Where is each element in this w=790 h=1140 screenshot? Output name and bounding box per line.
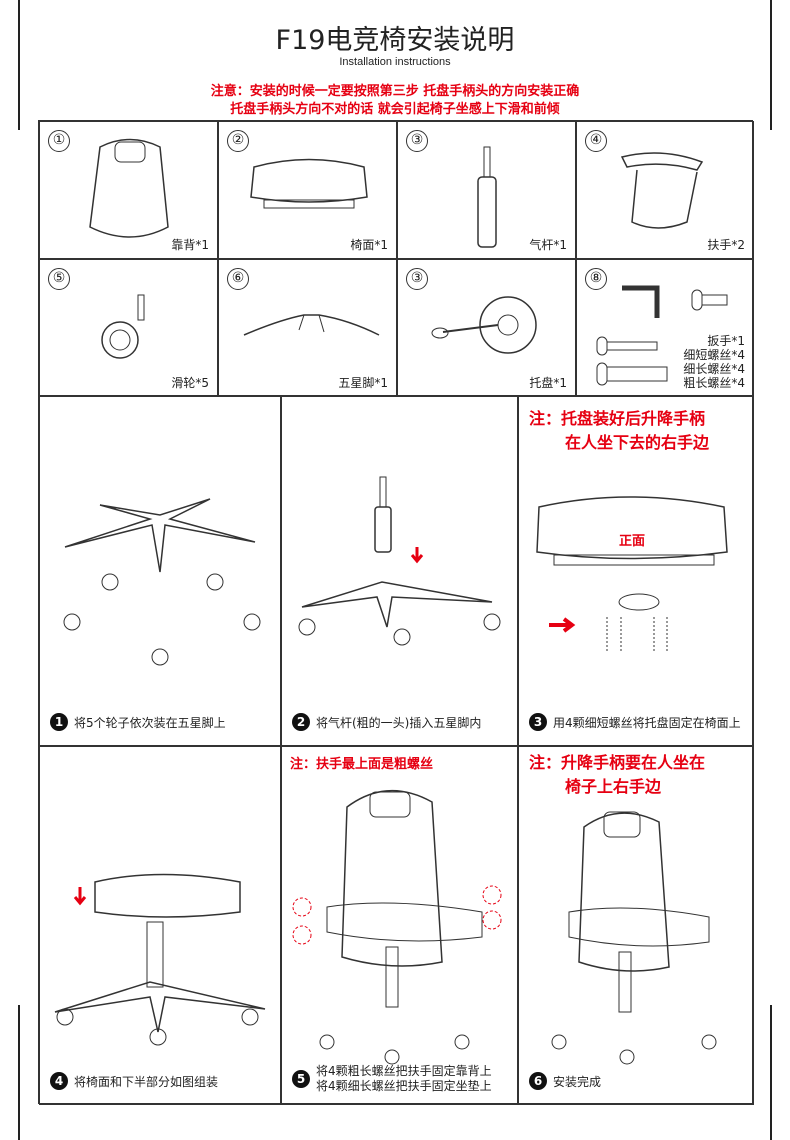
- step-caption: 将5个轮子依次装在五星脚上: [74, 715, 226, 730]
- crop-mark: [18, 0, 20, 130]
- step-3: 注：托盘装好后升降手柄在人坐下去的右手边 正面 3 用4颗细短螺丝将托盘固定在椅面…: [518, 396, 754, 746]
- part-label: 扶手*2: [707, 238, 745, 252]
- steps-grid: 1 将5个轮子依次装在五星脚上 2 将气杆(粗的一头)插入五星脚内 注：托盘装好后升…: [38, 395, 754, 1105]
- step-number-badge: 1: [50, 713, 68, 731]
- crop-mark: [18, 1005, 20, 1140]
- hardware-image: [596, 285, 728, 386]
- step-caption: 将4颗粗长螺丝把扶手固定靠背上: [316, 1064, 492, 1078]
- five-star-base-image: [243, 314, 380, 336]
- step-4: 4 将椅面和下半部分如图组装: [39, 746, 281, 1105]
- step-caption: 用4颗细短螺丝将托盘固定在椅面上: [553, 715, 741, 730]
- part-label: 五星脚*1: [338, 376, 388, 390]
- crop-mark: [770, 1005, 772, 1140]
- parts-grid: ① 靠背*1 ② 椅面*1 ③ 气杆*1 ④ 扶手*2 ⑤ 滑轮*5 ⑥ 五星脚…: [38, 120, 754, 397]
- step-number-badge: 4: [50, 1072, 68, 1090]
- step-number-badge: 5: [292, 1070, 310, 1088]
- part-label: 滑轮*5: [171, 376, 209, 390]
- part-label: 细长螺丝*4: [683, 362, 745, 376]
- part-label: 扳手*1: [707, 334, 745, 348]
- part-label: 椅面*1: [350, 238, 388, 252]
- warning-line-1: 注意：安装的时候一定要按照第三步 托盘手柄头的方向安装正确: [210, 84, 580, 99]
- step-note: 在人坐下去的右手边: [565, 433, 710, 452]
- part-label-list: 扳手*1 细短螺丝*4 细长螺丝*4 粗长螺丝*4: [683, 334, 745, 390]
- part-number: ⑤: [48, 268, 70, 290]
- part-number: ⑧: [585, 268, 607, 290]
- armrest-image: [620, 152, 704, 229]
- step-2: 2 将气杆(粗的一头)插入五星脚内: [281, 396, 518, 746]
- step-2-image: [298, 476, 501, 646]
- part-number: ⑥: [227, 268, 249, 290]
- part-number: ③: [406, 268, 428, 290]
- part-gas-lift: ③ 气杆*1: [397, 121, 576, 259]
- part-label: 靠背*1: [171, 238, 209, 252]
- part-label: 气杆*1: [529, 238, 567, 252]
- part-casters: ⑤ 滑轮*5: [39, 259, 218, 397]
- step-caption: 将椅面和下半部分如图组装: [74, 1074, 219, 1089]
- step-caption: 安装完成: [553, 1074, 602, 1089]
- step-number-badge: 6: [529, 1072, 547, 1090]
- step-note: 注：扶手最上面是粗螺丝: [290, 757, 434, 772]
- step-note: 注：升降手柄要在人坐在: [529, 753, 706, 772]
- part-label: 粗长螺丝*4: [683, 376, 745, 390]
- part-label: 托盘*1: [529, 376, 567, 390]
- part-seat: ② 椅面*1: [218, 121, 397, 259]
- step-caption: 将气杆(粗的一头)插入五星脚内: [316, 715, 482, 730]
- seat-image: [250, 158, 368, 209]
- tray-mechanism-image: [431, 296, 537, 354]
- step-caption: 将4颗细长螺丝把扶手固定坐垫上: [316, 1079, 492, 1093]
- step-4-image: [54, 873, 266, 1046]
- part-number: ③: [406, 130, 428, 152]
- warning-line-2: 托盘手柄头方向不对的话 就会引起椅子坐感上下滑和前倾: [230, 102, 560, 117]
- part-mechanism: ③ 托盘*1: [397, 259, 576, 397]
- caster-image: [101, 294, 145, 359]
- step-number-badge: 3: [529, 713, 547, 731]
- step-3-image: [536, 496, 728, 652]
- part-base: ⑥ 五星脚*1: [218, 259, 397, 397]
- part-number: ②: [227, 130, 249, 152]
- backrest-image: [89, 138, 169, 238]
- step-5: 注：扶手最上面是粗螺丝 5 将4颗粗长螺丝把扶手固定靠背上将4颗细长螺丝把扶手固定…: [281, 746, 518, 1105]
- part-hardware: ⑧ 扳手*1 细短螺丝*4 细长螺丝*4 粗长螺丝*4: [576, 259, 754, 397]
- step-note: 注：托盘装好后升降手柄: [529, 409, 706, 428]
- gas-lift-image: [477, 146, 497, 248]
- page-subtitle: Installation instructions: [339, 56, 451, 68]
- part-label: 细短螺丝*4: [683, 348, 745, 362]
- part-number: ④: [585, 130, 607, 152]
- step-1-image: [63, 498, 261, 666]
- part-backrest: ① 靠背*1: [39, 121, 218, 259]
- step-1: 1 将5个轮子依次装在五星脚上: [39, 396, 281, 746]
- front-label: 正面: [619, 534, 646, 549]
- step-note: 椅子上右手边: [565, 777, 662, 796]
- step-5-image: [292, 790, 502, 1065]
- step-6: 注：升降手柄要在人坐在椅子上右手边 6 安装完成: [518, 746, 754, 1105]
- part-armrest: ④ 扶手*2: [576, 121, 754, 259]
- step-6-image: [551, 811, 717, 1065]
- part-number: ①: [48, 130, 70, 152]
- page-title: F19电竞椅安装说明: [275, 25, 515, 56]
- crop-mark: [770, 0, 772, 130]
- step-number-badge: 2: [292, 713, 310, 731]
